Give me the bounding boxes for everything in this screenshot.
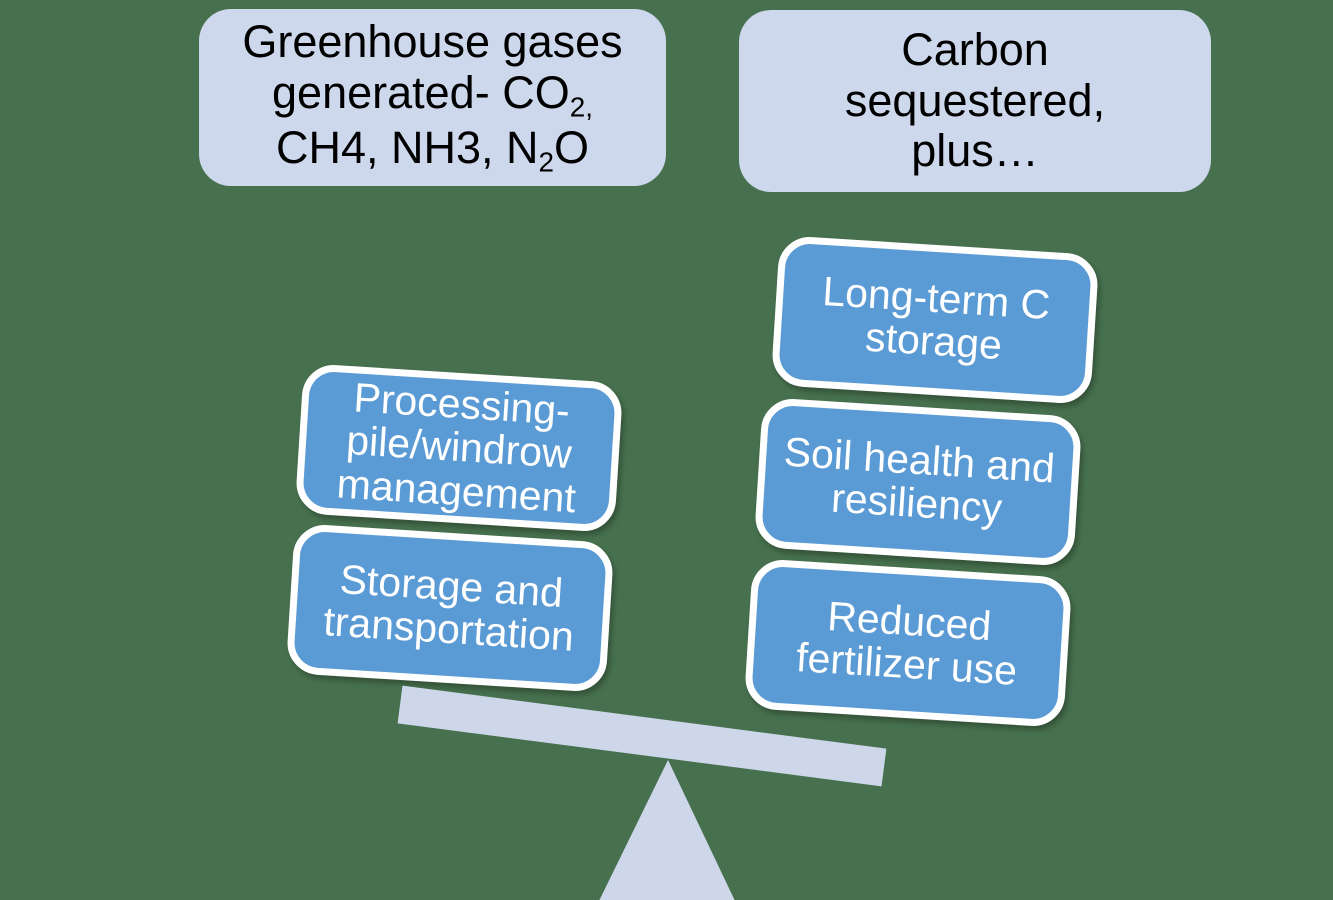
fulcrum-triangle-icon [598, 760, 736, 900]
header-line: sequestered, [844, 74, 1106, 126]
item-soil-health-and-resiliency: Soil health and resiliency [753, 397, 1083, 567]
item-processing-pile-windrow-management: Processing- pile/windrow management [294, 363, 624, 533]
header-line: Greenhouse gases [242, 16, 623, 68]
header-line: plus… [911, 125, 1039, 177]
item-reduced-fertilizer-use: Reduced fertilizer use [743, 558, 1073, 728]
header-line: generated- CO2, [272, 67, 593, 123]
item-long-term-c-storage: Long-term C storage [770, 235, 1100, 405]
item-storage-and-transportation: Storage and transportation [285, 523, 615, 693]
header-line: CH4, NH3, N2O [275, 121, 590, 178]
header-line: Carbon [901, 23, 1049, 75]
